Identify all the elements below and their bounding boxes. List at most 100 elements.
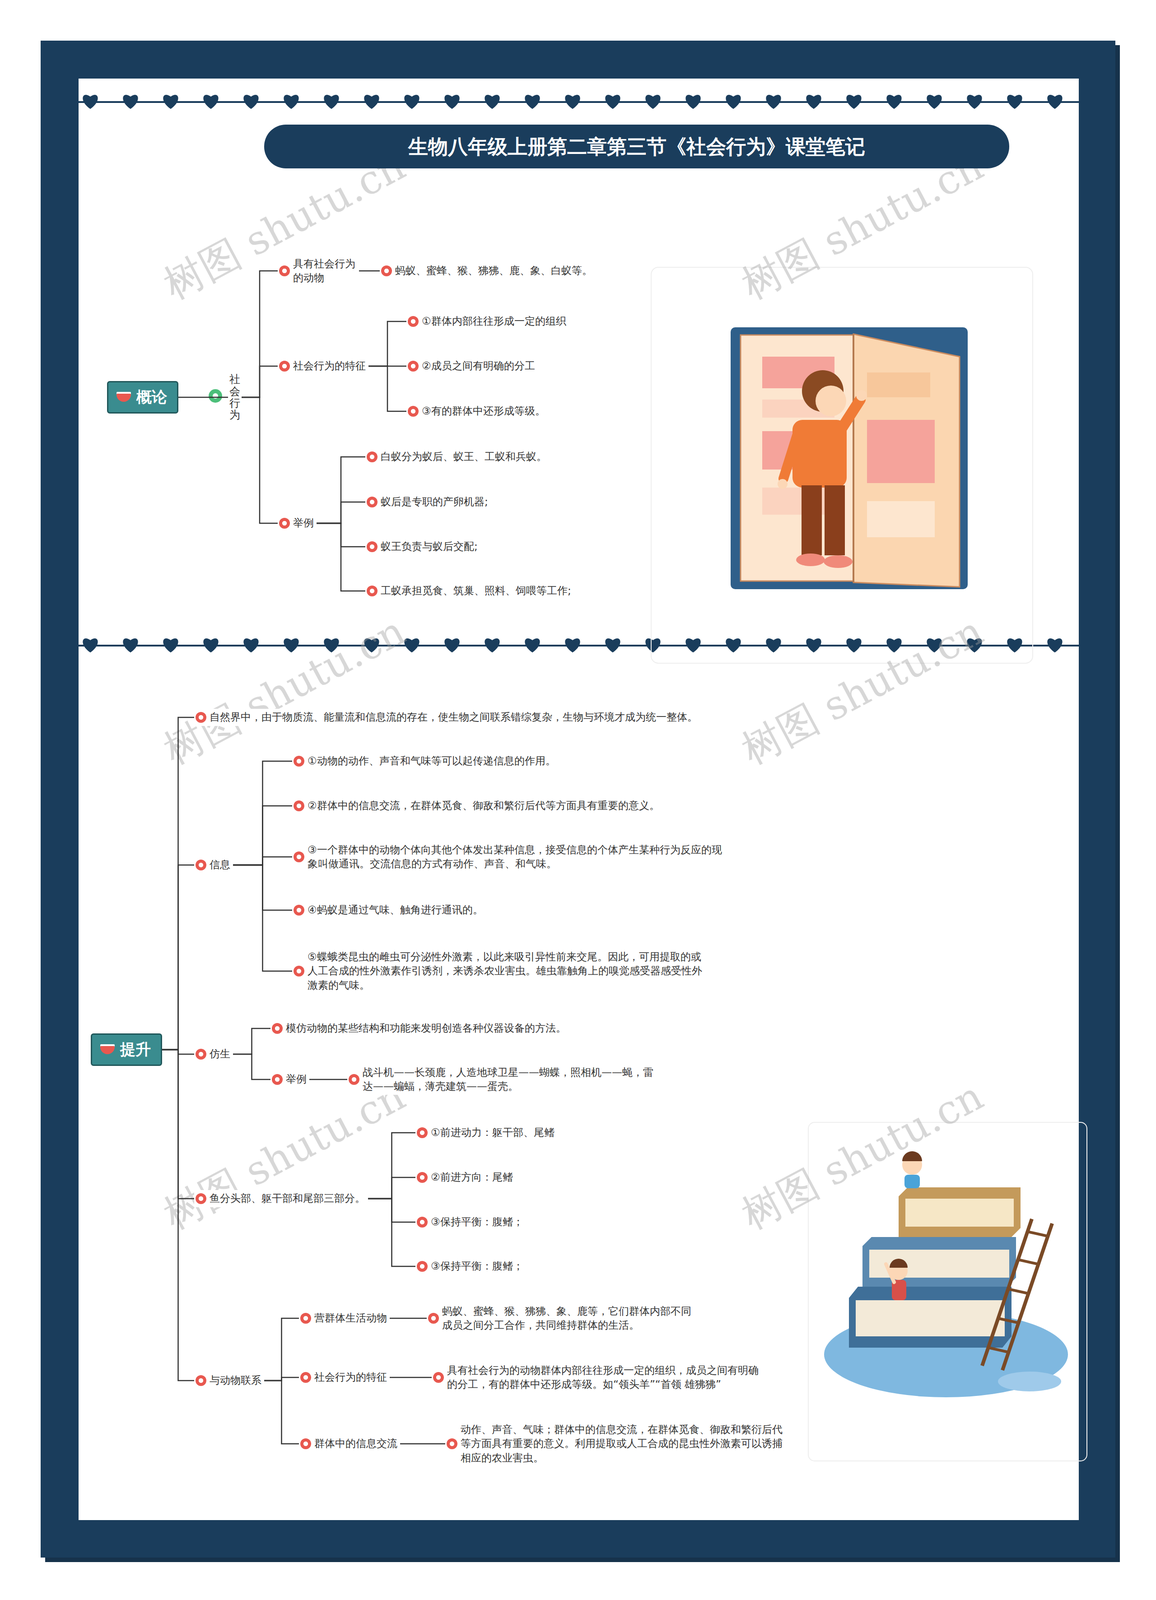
topic-item: 战斗机——长颈鹿，人造地球卫星——蝴蝶，照相机——蝇，雷达——蝙蝠，薄壳建筑——… bbox=[347, 1064, 664, 1096]
topic-text: ①动物的动作、声音和气味等可以起传递信息的作用。 bbox=[307, 754, 556, 769]
heart bbox=[1047, 94, 1063, 109]
topic-text: 战斗机——长颈鹿，人造地球卫星——蝴蝶，照相机——蝇，雷达——蝙蝠，薄壳建筑——… bbox=[362, 1065, 661, 1094]
branch-connector bbox=[162, 1049, 195, 1381]
heart bbox=[645, 94, 661, 109]
branch-connector bbox=[368, 1177, 416, 1199]
topic-text: ④蚂蚁是通过气味、触角进行通讯的。 bbox=[307, 903, 484, 918]
heart bbox=[82, 638, 98, 653]
topic-text: 信息 bbox=[209, 857, 231, 872]
topic-text: 蚂蚁、蜜蜂、猴、狒狒、鹿、象、白蚁等。 bbox=[395, 263, 593, 278]
heart bbox=[685, 94, 701, 109]
branch-connector bbox=[389, 1377, 432, 1379]
topic-text: 举例 bbox=[285, 1072, 307, 1087]
heart bbox=[283, 638, 299, 653]
topic-text: 与动物联系 bbox=[209, 1373, 262, 1388]
heart bbox=[886, 94, 902, 109]
heart bbox=[605, 638, 620, 653]
topic-text: 概论 bbox=[136, 386, 168, 408]
heart bbox=[163, 94, 178, 109]
heart bbox=[122, 94, 138, 109]
topic-item: 具有社会行为的动物群体内部往往形成一定的组织，成员之间有明确的分工，有的群体中还… bbox=[431, 1362, 766, 1394]
branch-connector bbox=[233, 857, 293, 866]
topic-text: 鱼分头部、躯干部和尾部三部分。 bbox=[209, 1191, 366, 1206]
topic-text: ②前进方向：尾鳍 bbox=[430, 1170, 513, 1185]
heart bbox=[564, 638, 580, 653]
heart bbox=[243, 94, 259, 109]
topic-item: 工蚁承担觅食、筑巢、照料、饲喂等工作; bbox=[365, 582, 574, 600]
heart bbox=[846, 638, 862, 653]
topic-text: 具有社会行为的动物群体内部往往形成一定的组织，成员之间有明确的分工，有的群体中还… bbox=[447, 1363, 764, 1392]
topic-item: 社会行为的特征 bbox=[298, 1369, 390, 1386]
topic-text: ①前进动力：躯干部、尾鳍 bbox=[430, 1125, 555, 1140]
topic-text: 具有社会行为的动物 bbox=[293, 256, 357, 285]
heart bbox=[524, 94, 540, 109]
heart bbox=[203, 638, 219, 653]
topic-item: 模仿动物的某些结构和功能来发明创造各种仪器设备的方法。 bbox=[270, 1020, 569, 1037]
branch-connector bbox=[233, 806, 293, 866]
topic-item: 举例 bbox=[277, 514, 317, 532]
branch-connector bbox=[233, 865, 293, 972]
topic-text: 社会行为 bbox=[229, 373, 241, 422]
topic-item: 动作、声音、气味；群体中的信息交流，在群体觅食、御敌和繁衍后代等方面具有重要的意… bbox=[445, 1421, 791, 1467]
branch-connector bbox=[233, 1054, 271, 1080]
heart bbox=[323, 94, 339, 109]
branch-connector bbox=[368, 1132, 416, 1199]
topic-item: ①动物的动作、声音和气味等可以起传递信息的作用。 bbox=[292, 752, 559, 770]
heart bbox=[404, 94, 420, 109]
heart bbox=[725, 638, 741, 653]
topic-text: ②群体中的信息交流，在群体觅食、御敌和繁衍后代等方面具有重要的意义。 bbox=[307, 798, 660, 813]
heart bbox=[484, 94, 500, 109]
branch-connector bbox=[358, 270, 380, 272]
heart bbox=[806, 94, 821, 109]
topic-item: ③保持平衡：腹鳍； bbox=[415, 1213, 527, 1231]
topic-text: 蚁王负责与蚁后交配; bbox=[380, 539, 478, 554]
watermark: 树图 shutu.cn bbox=[154, 604, 415, 777]
topic-text: 营群体生活动物 bbox=[314, 1311, 387, 1326]
topic-item: 群体中的信息交流 bbox=[298, 1435, 401, 1453]
topic-text: ①群体内部往往形成一定的组织 bbox=[421, 314, 567, 329]
branch-connector bbox=[368, 1198, 416, 1267]
topic-text: ③一个群体中的动物个体向其他个体发出某种信息，接受信息的个体产生某种行为反应的现… bbox=[307, 843, 723, 872]
branch-connector bbox=[264, 1380, 299, 1445]
panel bbox=[78, 78, 1079, 1521]
topic-item: 蚁后是专职的产卵机器; bbox=[365, 493, 491, 511]
branch-connector bbox=[309, 1079, 348, 1081]
topic-item: 白蚁分为蚁后、蚁王、工蚁和兵蚁。 bbox=[365, 448, 550, 466]
heart bbox=[564, 94, 580, 109]
branch-icon bbox=[208, 389, 223, 403]
heart bbox=[725, 94, 741, 109]
topic-item: 具有社会行为的动物 bbox=[277, 255, 359, 287]
topic-text: ②成员之间有明确的分工 bbox=[421, 358, 536, 373]
topic-text: 提升 bbox=[120, 1039, 151, 1061]
heart bbox=[203, 94, 219, 109]
topic-item: ②群体中的信息交流，在群体觅食、御敌和繁衍后代等方面具有重要的意义。 bbox=[292, 797, 663, 815]
heart bbox=[605, 94, 620, 109]
frame bbox=[40, 40, 1116, 1558]
heart bbox=[1047, 638, 1063, 653]
book-illustration bbox=[651, 267, 1033, 664]
topic-item: ②前进方向：尾鳍 bbox=[415, 1169, 516, 1186]
branch-connector bbox=[241, 397, 278, 524]
watermark: 树图 shutu.cn bbox=[732, 1069, 993, 1242]
heart bbox=[685, 638, 701, 653]
topic-text: 举例 bbox=[293, 516, 314, 531]
branch-connector bbox=[162, 717, 195, 1050]
title-text: 生物八年级上册第二章第三节《社会行为》课堂笔记 bbox=[408, 135, 866, 159]
topic-text: 蚁后是专职的产卵机器; bbox=[380, 494, 489, 509]
heart bbox=[283, 94, 299, 109]
topic-item: 蚂蚁、蜜蜂、猴、狒狒、象、鹿等，它们群体内部不同成员之间分工合作，共同维持群体的… bbox=[426, 1303, 700, 1334]
heart bbox=[966, 94, 982, 109]
topic-text: 白蚁分为蚁后、蚁王、工蚁和兵蚁。 bbox=[380, 449, 547, 464]
heart bbox=[82, 94, 98, 109]
topic-text: 群体中的信息交流 bbox=[314, 1436, 398, 1451]
branch-connector bbox=[316, 456, 366, 524]
topic-item: 信息 bbox=[194, 856, 234, 874]
topic-item: 自然界中，由于物质流、能量流和信息流的存在，使生物之间联系错综复杂，生物与环境才… bbox=[194, 708, 701, 726]
branch-connector bbox=[178, 396, 229, 399]
branch-connector bbox=[400, 1443, 446, 1445]
watermark: 树图 shutu.cn bbox=[732, 604, 993, 777]
heart bbox=[444, 94, 460, 109]
branch-topic: 社会行为 bbox=[228, 371, 242, 424]
branch-connector bbox=[389, 1318, 427, 1320]
topic-item: 社会行为的特征 bbox=[277, 357, 369, 375]
